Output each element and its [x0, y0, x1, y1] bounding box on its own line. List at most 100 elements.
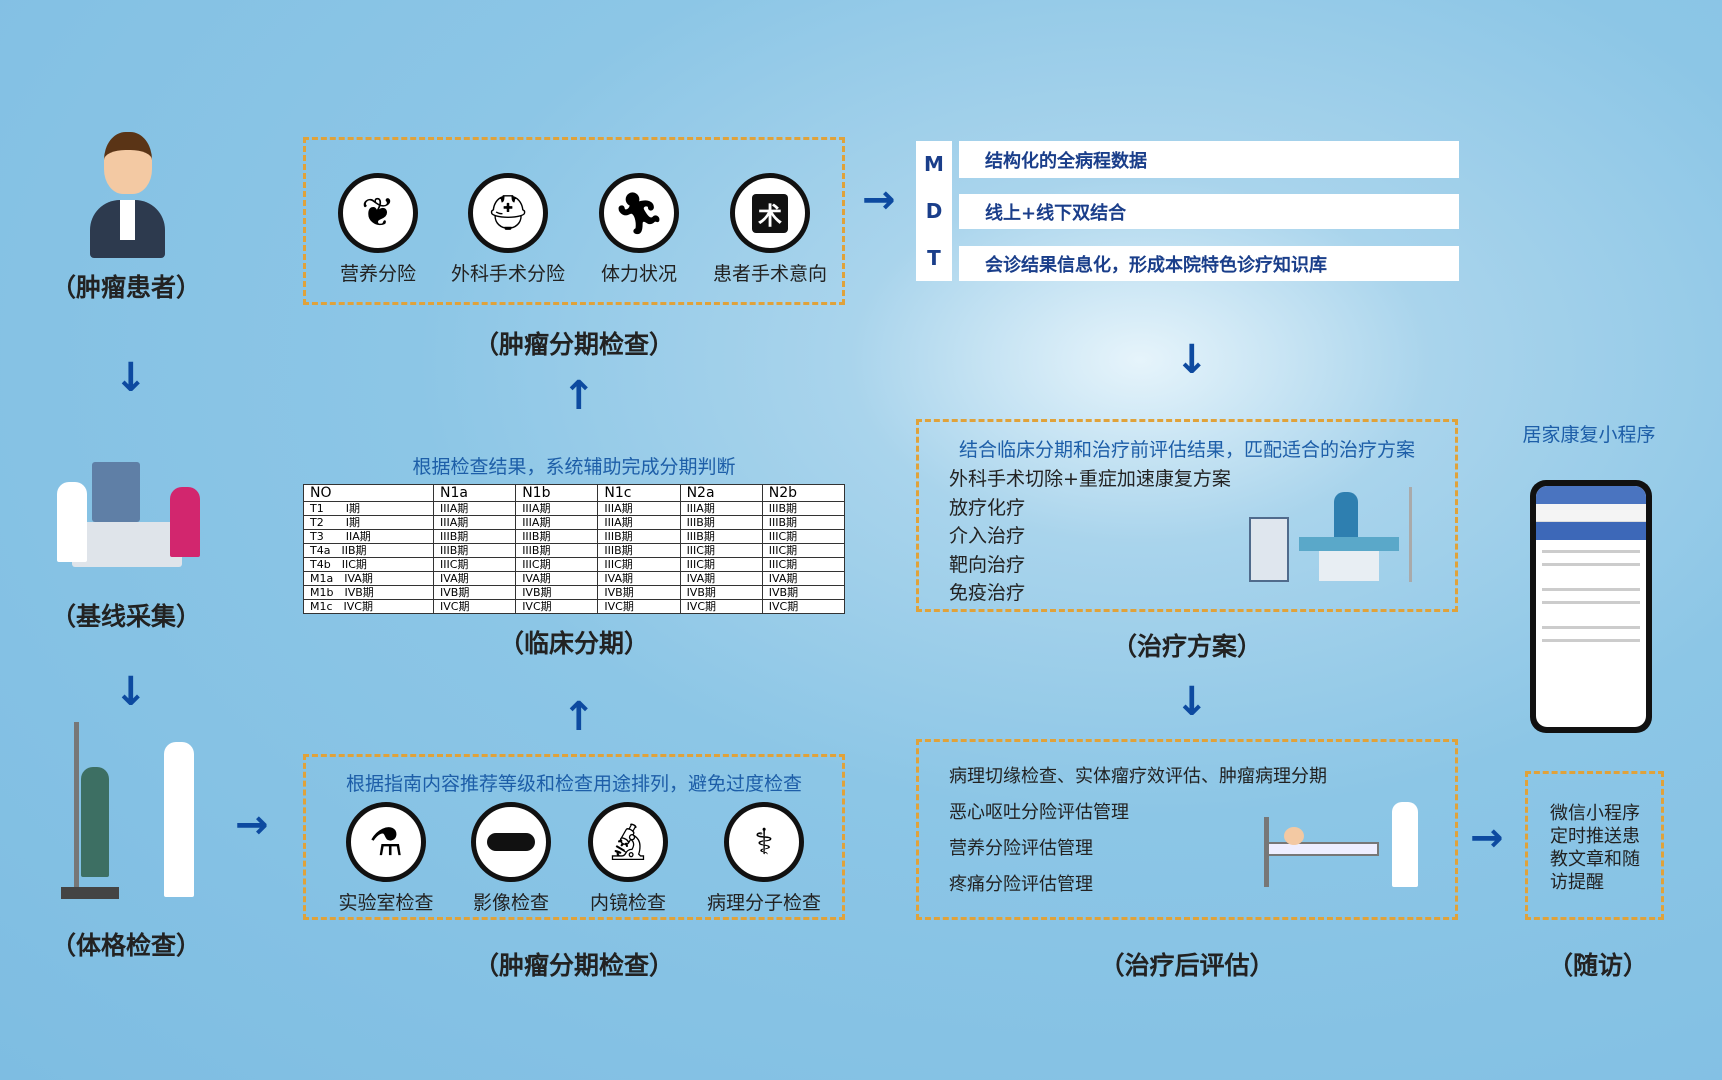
baseline-illustration: [52, 462, 207, 587]
table-cell: IVB期: [761, 585, 846, 600]
table-cell: T2 I期: [303, 515, 434, 530]
table-cell: IVA期: [597, 571, 681, 586]
physical-label: （体格检查）: [50, 931, 202, 960]
patient-avatar: [90, 130, 165, 260]
arrow-down-icon: ↓: [114, 669, 148, 715]
table-cell: IIIC期: [679, 543, 763, 558]
table-cell: IIIB期: [761, 501, 846, 516]
table-cell: IVC期: [761, 599, 846, 614]
table-cell: IIIB期: [761, 515, 846, 530]
treatment-caption: （治疗方案）: [1111, 632, 1263, 661]
physical-exam-illustration: [56, 722, 206, 907]
operating-room-illustration: [1249, 467, 1444, 587]
table-cell: IVA期: [515, 571, 599, 586]
exam-item-imaging: 影像检查: [446, 802, 576, 915]
patient-label: （肿瘤患者）: [50, 273, 202, 302]
table-cell: IIIC期: [761, 543, 846, 558]
table-header: N1b: [515, 484, 599, 502]
followup-caption: （随访）: [1547, 951, 1649, 980]
phone-mockup: [1530, 480, 1652, 733]
followup-box: 微信小程序定时推送患教文章和随访提醒: [1525, 771, 1664, 920]
table-cell: IVC期: [432, 599, 517, 614]
table-cell: IIIB期: [515, 543, 599, 558]
table-cell: IVA期: [679, 571, 763, 586]
staging-item-physical-status: 🏃︎体力状况: [574, 173, 704, 286]
staging-top-caption: （肿瘤分期检查）: [473, 330, 675, 359]
table-cell: M1c IVC期: [303, 599, 434, 614]
table-cell: IIIB期: [515, 529, 599, 544]
staging-item-surgery-risk: ⛑外科手术分险: [443, 173, 573, 286]
table-header: N1c: [597, 484, 681, 502]
mdt-bar: 结构化的全病程数据: [959, 141, 1459, 178]
table-cell: IIIB期: [679, 529, 763, 544]
table-header: N2b: [761, 484, 846, 502]
table-cell: IIIA期: [515, 501, 599, 516]
table-cell: T4a IIB期: [303, 543, 434, 558]
table-header: N1a: [432, 484, 517, 502]
arrow-down-icon: ↓: [1175, 679, 1209, 725]
treatment-box: 结合临床分期和治疗前评估结果，匹配适合的治疗方案 外科手术切除+重症加速康复方案…: [916, 419, 1458, 612]
arrow-right-icon: →: [1470, 815, 1504, 861]
arrow-down-icon: ↓: [1175, 337, 1209, 383]
post-eval-caption: （治疗后评估）: [1099, 951, 1275, 980]
surgery-icon: ⛑: [468, 173, 548, 253]
arrow-right-icon: →: [862, 177, 896, 223]
table-cell: IIIA期: [432, 515, 517, 530]
table-cell: IIIA期: [515, 515, 599, 530]
microscope-icon: 🔬︎: [588, 802, 668, 882]
table-cell: IVA期: [432, 571, 517, 586]
table-cell: IIIB期: [597, 543, 681, 558]
mdt-bar: 会诊结果信息化，形成本院特色诊疗知识库: [959, 246, 1459, 281]
table-cell: IIIC期: [515, 557, 599, 572]
table-cell: IVC期: [515, 599, 599, 614]
baseline-label: （基线采集）: [50, 602, 202, 631]
clinical-caption: （临床分期）: [498, 629, 650, 658]
staging-item-surgery-intent: 术患者手术意向: [705, 173, 835, 286]
table-cell: IIIC期: [432, 557, 517, 572]
app-title: 居家康复小程序: [1522, 424, 1656, 446]
table-cell: IVB期: [432, 585, 517, 600]
table-cell: IIIC期: [761, 529, 846, 544]
table-cell: IIIA期: [597, 501, 681, 516]
table-cell: IVB期: [597, 585, 681, 600]
arrow-up-icon: ↑: [562, 694, 596, 740]
staging-bottom-box: 根据指南内容推荐等级和检查用途排列，避免过度检查 ⚗实验室检查 影像检查 🔬︎内…: [303, 754, 845, 920]
table-cell: IIIC期: [597, 557, 681, 572]
post-eval-box: 病理切缘检查、实体瘤疗效评估、肿瘤病理分期恶心呕吐分险评估管理营养分险评估管理疼…: [916, 739, 1458, 920]
table-cell: IIIB期: [432, 543, 517, 558]
table-cell: IVA期: [761, 571, 846, 586]
table-cell: T1 I期: [303, 501, 434, 516]
table-cell: IIIA期: [679, 501, 763, 516]
clinical-caption-top: 根据检查结果，系统辅助完成分期判断: [412, 456, 736, 478]
mdt-bar: 线上+线下双结合: [959, 194, 1459, 229]
table-cell: M1a IVA期: [303, 571, 434, 586]
staging-top-box: ❦营养分险 ⛑外科手术分险 🏃︎体力状况 术患者手术意向: [303, 137, 845, 305]
staging-bottom-header: 根据指南内容推荐等级和检查用途排列，避免过度检查: [345, 773, 802, 795]
table-header: NO: [303, 484, 434, 502]
imaging-scanner-icon: [471, 802, 551, 882]
table-cell: IVC期: [597, 599, 681, 614]
stethoscope-icon: ⚕: [724, 802, 804, 882]
treatment-header: 结合临床分期和治疗前评估结果，匹配适合的治疗方案: [958, 439, 1415, 461]
table-cell: IIIA期: [432, 501, 517, 516]
post-eval-list: 病理切缘检查、实体瘤疗效评估、肿瘤病理分期恶心呕吐分险评估管理营养分险评估管理疼…: [949, 766, 1327, 895]
exam-item-endoscopy: 🔬︎内镜检查: [563, 802, 693, 915]
exam-item-lab: ⚗实验室检查: [321, 802, 451, 915]
table-cell: M1b IVB期: [303, 585, 434, 600]
table-cell: IVB期: [515, 585, 599, 600]
arrow-up-icon: ↑: [562, 373, 596, 419]
table-cell: IVB期: [679, 585, 763, 600]
table-header: N2a: [679, 484, 763, 502]
leaf-icon: ❦: [338, 173, 418, 253]
flask-icon: ⚗: [346, 802, 426, 882]
